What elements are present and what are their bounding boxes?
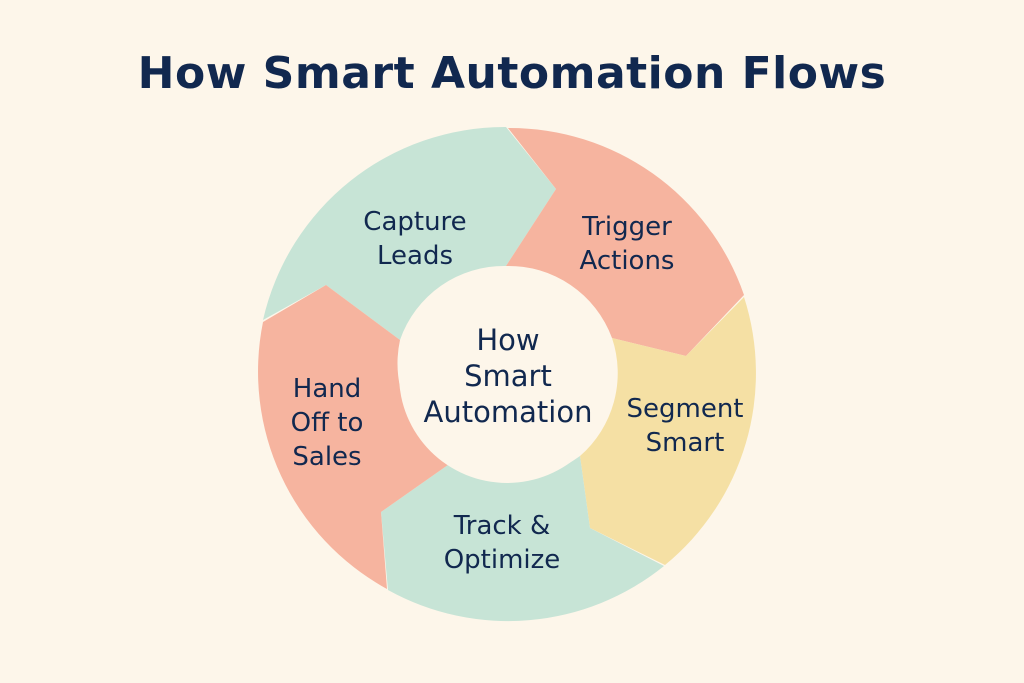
center-hub xyxy=(399,267,615,483)
step-label-line: Sales xyxy=(292,442,362,472)
step-label-line: Actions xyxy=(579,246,675,276)
step-label-track-optimize: Track & Optimize xyxy=(420,509,584,577)
segment-trigger-actions xyxy=(506,127,744,357)
center-label: How Smart Automation xyxy=(400,322,616,430)
step-label-line: Trigger xyxy=(582,212,672,242)
segment-hand-off-to-sales xyxy=(258,285,455,589)
step-label-line: Optimize xyxy=(443,545,561,575)
step-label-capture-leads: Capture Leads xyxy=(340,205,490,273)
step-label-line: Capture xyxy=(363,207,467,237)
step-label-line: Track & xyxy=(453,511,551,541)
segment-track-optimize xyxy=(381,456,664,622)
segment-segment-smart xyxy=(580,297,756,565)
step-label-line: Leads xyxy=(376,241,453,271)
center-label-line: Smart xyxy=(464,359,552,393)
center-label-line: How xyxy=(476,323,540,357)
step-label-line: Smart xyxy=(645,428,725,458)
step-label-hand-off-to-sales: Hand Off to Sales xyxy=(262,372,392,474)
step-label-segment-smart: Segment Smart xyxy=(608,392,762,460)
step-label-line: Off to xyxy=(290,408,364,438)
step-label-trigger-actions: Trigger Actions xyxy=(552,210,702,278)
step-label-line: Hand xyxy=(292,374,362,404)
segment-capture-leads xyxy=(263,126,556,340)
diagram-title: How Smart Automation Flows xyxy=(137,48,887,99)
step-label-line: Segment xyxy=(626,394,744,424)
center-label-line: Automation xyxy=(423,395,593,429)
